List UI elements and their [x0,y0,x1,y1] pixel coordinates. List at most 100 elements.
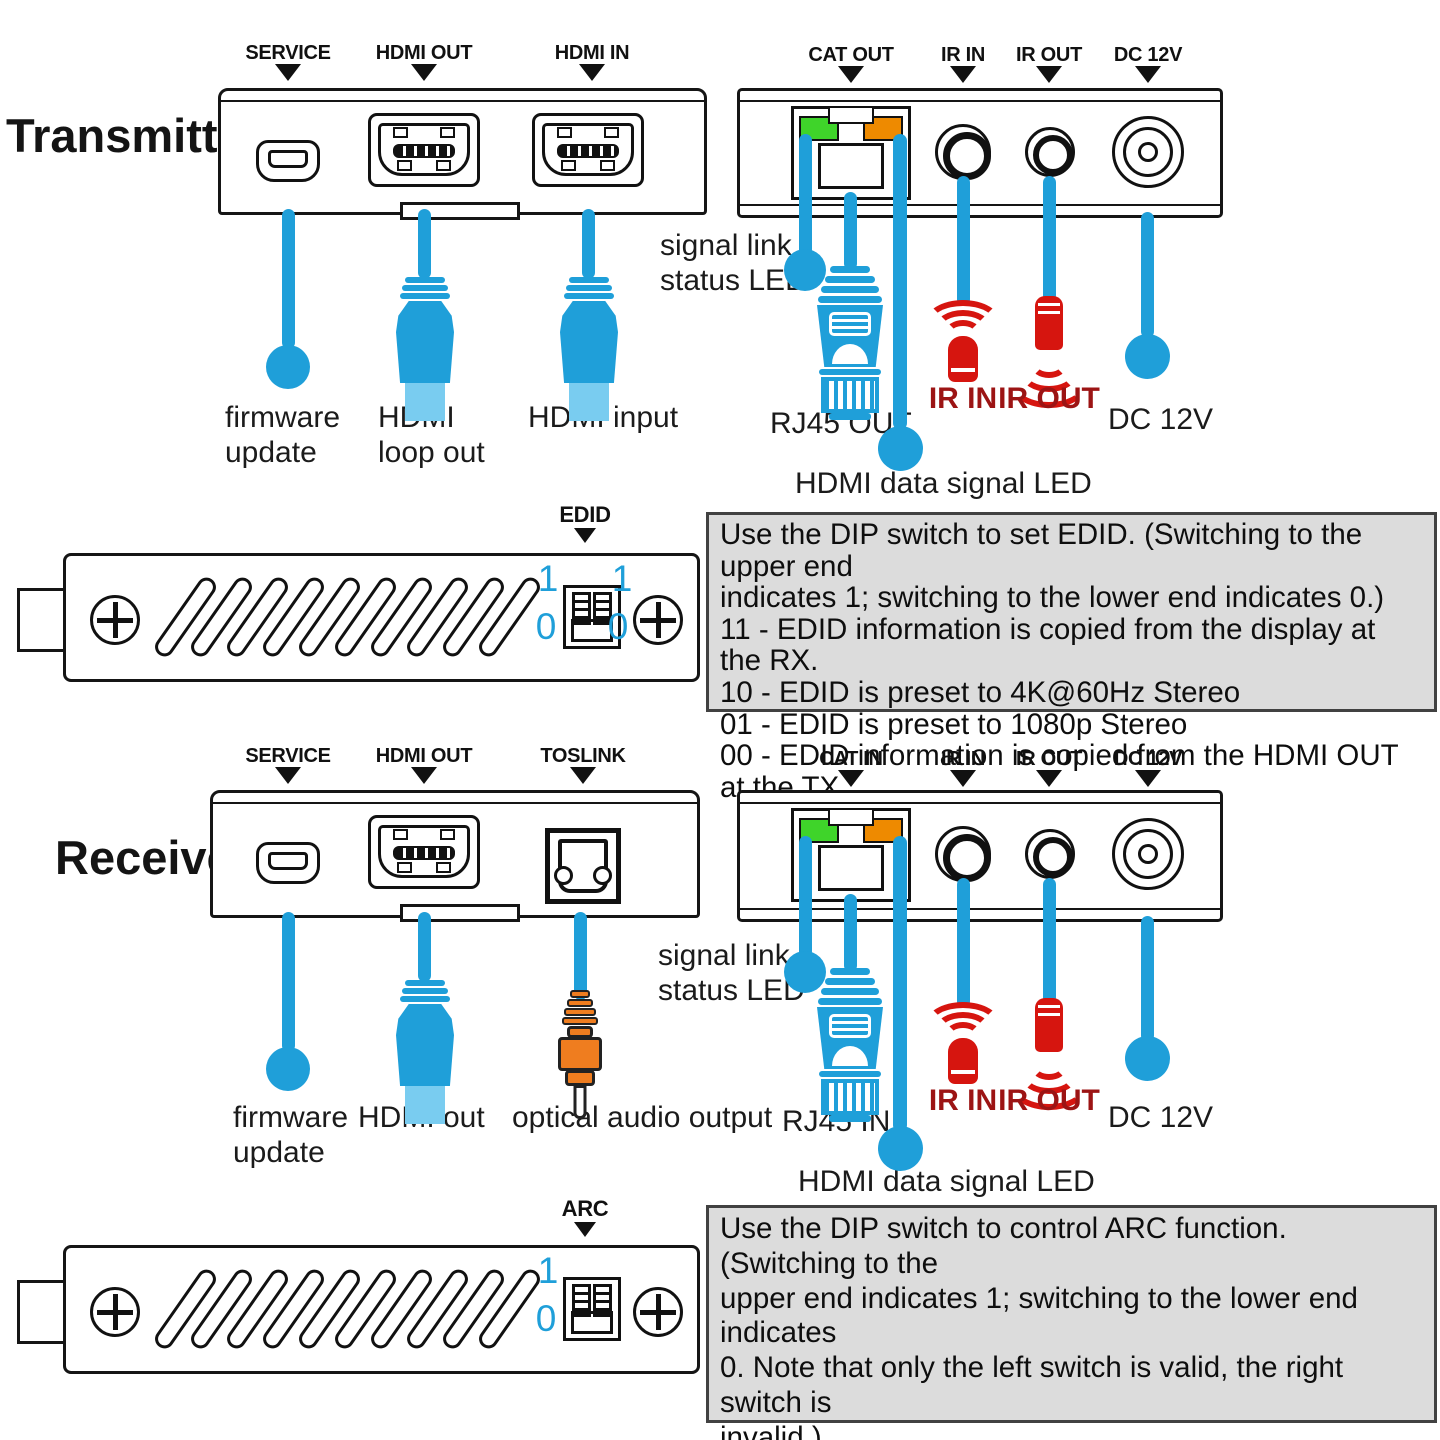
arc-info-box: Use the DIP switch to control ARC functi… [706,1205,1437,1440]
tx-dc-cable-end [1125,334,1170,379]
edid-dip-0-right: 0 [607,606,629,647]
rx-ir-out-icon [1011,998,1087,1110]
tx-hdmi-data-led-label: HDMI data signal LED [795,467,1092,500]
rx-dc-arrow-icon [1135,770,1161,787]
rx-ir-in-arrow-icon [950,770,976,787]
screw-icon [90,1287,140,1337]
tx-ir-in-icon-label: IR IN [928,382,998,415]
rx-hdmi-out-connector [396,980,454,1130]
rx-optical-audio-label: optical audio output [512,1101,773,1134]
rx-cat-in-arrow-icon [838,770,864,787]
rx-hdmi-out-cable [418,912,431,982]
rx-toslink-cable [574,912,587,1000]
screw-icon [633,595,683,645]
tx-hdmi-loop-cable [418,209,431,279]
rx-ir-out-cable [1043,878,1056,1004]
tx-hdmi-input-connector [560,277,618,427]
rx-ir-out-arrow-icon [1036,770,1062,787]
tx-link-led-pointer-line [799,134,812,256]
tx-hdmi-loop-connector [396,277,454,427]
edid-dip-0-left: 0 [535,606,557,647]
tx-ir-in-cable [957,176,970,306]
tx-dc-cable [1141,212,1154,338]
tx-data-led-pointer-line [893,134,907,430]
rx-service-arrow-icon [275,767,301,784]
rx-hdmi-out-port [368,815,480,889]
rx-firmware-update-label: firmware update [233,1101,349,1169]
tx-cat-out-port-label: CAT OUT [808,44,894,66]
tx-link-led-green [799,116,839,141]
screw-icon [90,595,140,645]
rx-rca-optical-connector [552,990,608,1130]
tx-dc-arrow-icon [1135,66,1161,83]
rx-toslink-arrow-icon [570,767,596,784]
rx-rj45-cable [844,894,857,972]
edid-info-box: Use the DIP switch to set EDID. (Switchi… [706,512,1437,803]
tx-hdmi-out-port-label: HDMI OUT [375,42,473,64]
rx-link-led-pointer-line [799,836,812,958]
rx-dc-12v-label: DC 12V [1108,1101,1214,1134]
rx-hdmi-out-arrow-icon [411,767,437,784]
rx-dc-port-label: DC 12V [1113,748,1183,770]
tx-rj45-cable [844,192,857,270]
rx-service-port-label: SERVICE [245,745,331,767]
tx-link-led-pointer-end [784,249,826,291]
rx-hdmi-out-port-label: HDMI OUT [375,745,473,767]
arc-switch-label: ARC [561,1196,609,1221]
tx-hdmi-in-port-label: HDMI IN [554,42,630,64]
rx-service-micro-usb-port [256,842,320,884]
rx-data-led-pointer-line [893,836,907,1132]
vent-slots [151,1263,544,1355]
rx-dc-cable [1141,916,1154,1042]
tx-hdmi-input-cable [582,209,595,279]
tx-service-micro-usb-port [256,140,320,182]
rx-service-cable-end [266,1047,310,1091]
edid-dip-1-right: 1 [611,558,633,599]
tx-ir-out-arrow-icon [1036,66,1062,83]
tx-ir-out-cable [1043,176,1056,302]
tx-service-port-label: SERVICE [245,42,331,64]
tx-hdmi-in-port [532,113,644,187]
tx-ir-out-icon-label: IR OUT [998,382,1100,415]
edid-dip-1-left: 1 [537,558,559,599]
rx-service-cable [282,912,295,1052]
rx-ir-out-icon-label: IR OUT [998,1084,1100,1117]
tx-cat-out-arrow-icon [838,66,864,83]
rx-rj45-connector [817,968,883,1123]
rx-toslink-port [545,828,621,904]
tx-service-arrow-icon [275,64,301,81]
tx-dc-12v-label: DC 12V [1108,403,1214,436]
rx-ir-out-port-label: IR OUT [1016,748,1082,770]
rx-toslink-port-label: TOSLINK [540,745,626,767]
vent-slots [151,571,544,663]
arc-arrow-icon [574,1222,596,1237]
tx-hdmi-in-arrow-icon [579,64,605,81]
arc-dip-0: 0 [535,1298,557,1339]
tx-ir-in-port-label: IR IN [940,44,986,66]
tx-ir-out-port-label: IR OUT [1016,44,1082,66]
tx-ir-in-icon [925,300,1001,390]
edid-dip-switch [563,585,621,649]
rx-data-led-pointer-end [878,1126,923,1171]
rx-dc-cable-end [1125,1036,1170,1081]
tx-firmware-update-label: firmware update [225,401,341,469]
tx-signal-link-led-label: signal link status LED [660,229,807,297]
tx-hdmi-out-port [368,113,480,187]
arc-dip-1: 1 [537,1250,559,1291]
tx-data-led-pointer-end [878,426,923,471]
tx-rj45-connector [817,266,883,421]
edid-switch-label: EDID [559,502,611,527]
tx-ir-in-arrow-icon [950,66,976,83]
rx-cat-in-port-label: CAT IN [819,748,883,770]
tx-dc-port-label: DC 12V [1113,44,1183,66]
rx-signal-link-led-label: signal link status LED [658,939,805,1007]
rx-hdmi-data-led-label: HDMI data signal LED [798,1165,1095,1198]
edid-arrow-icon [574,528,596,543]
tx-front-panel-lid-line [220,100,705,102]
tx-service-cable [282,209,295,349]
arc-dip-switch [563,1277,621,1341]
rx-ir-in-icon [925,1002,1001,1092]
rx-ir-in-icon-label: IR IN [928,1084,998,1117]
rx-ir-in-port-label: IR IN [940,748,986,770]
